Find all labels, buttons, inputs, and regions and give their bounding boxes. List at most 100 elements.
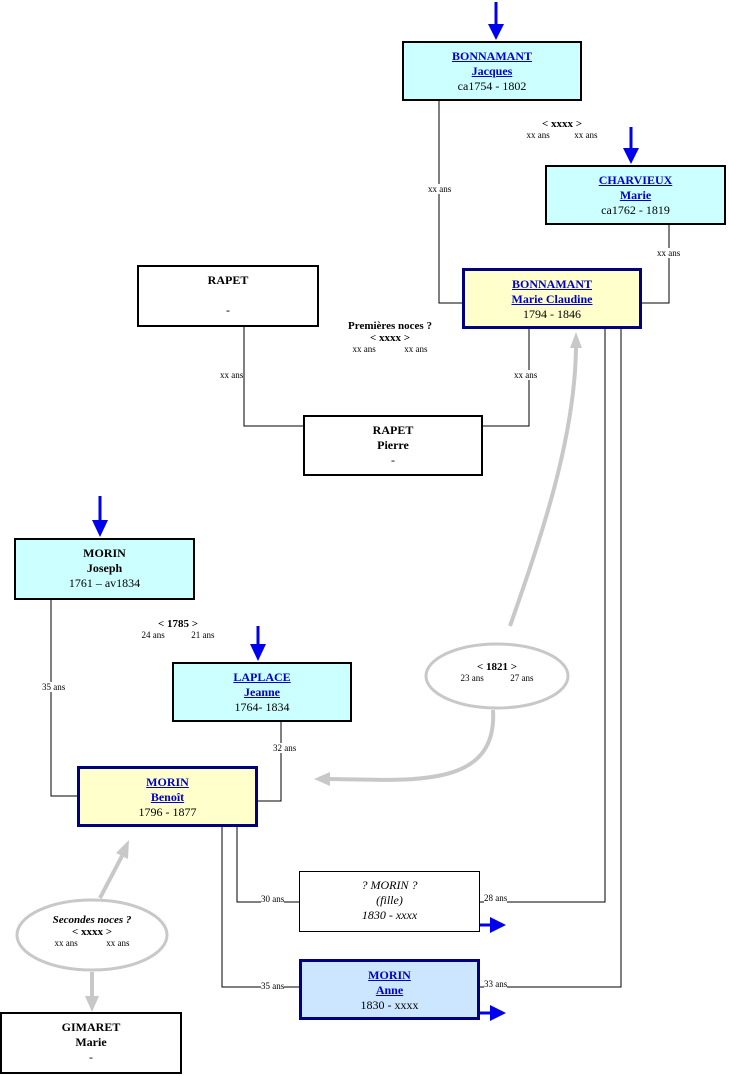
person-rapet-parent: RAPET - [137,265,319,327]
gray-arrow-to-benoit-icon [327,709,496,782]
marriage-date: < 1785 > [157,618,199,630]
person-name: GIMARET [61,1020,121,1034]
gray-arrow-secondes-up-icon [98,855,124,899]
line-charvieux-child [642,225,670,304]
person-marie-gimaret: GIMARET Marie - [0,1012,182,1074]
line-benoit-anne [221,826,300,988]
arrow-right-anne-icon [480,1005,506,1021]
line-claudine-anne [480,329,622,988]
marriage-morin-bonnamant-1821: < 1821 > 23 ans 27 ans [440,661,554,683]
line-jacques-child [438,101,462,304]
marriage-ages: xx ans xx ans [330,344,450,354]
line-joseph-child [50,600,78,797]
marriage-ages: xx ans xx ans [32,938,152,948]
gray-arrows [85,332,582,1012]
marriage-ages: xx ans xx ans [512,130,612,140]
person-dates: 1830 - xxxx [361,908,418,922]
person-name[interactable]: BONNAMANT [512,277,592,291]
person-joseph-morin: MORIN Joseph 1761 – av1834 [14,538,195,600]
marriage-date: < 1821 > [476,661,518,673]
person-dates: 1796 - 1877 [138,805,197,819]
person-name[interactable]: CHARVIEUX [598,173,673,187]
person-name[interactable]: LAPLACE [233,670,291,684]
marriage-age-husband: 24 ans [141,630,165,640]
person-dates: ca1762 - 1819 [601,203,670,217]
person-jeanne-laplace[interactable]: LAPLACE Jeanne 1764- 1834 [172,662,352,722]
marriage-age-wife: xx ans [404,344,428,354]
marriage-prefix: Premières noces ? [348,320,432,332]
person-dates: 1794 - 1846 [523,307,581,321]
age-label-jacques: xx ans [428,184,452,194]
person-marie-charvieux[interactable]: CHARVIEUX Marie ca1762 - 1819 [545,165,726,225]
person-pierre-rapet: RAPET Pierre - [303,415,483,476]
person-dates: ca1754 - 1802 [457,79,527,93]
person-first-name[interactable]: Benoît [150,790,185,804]
arrow-down-joseph-icon [92,496,108,537]
marriage-ellipse-1821 [424,642,570,710]
arrow-down-charvieux-icon [623,127,639,164]
marriage-morin-laplace: < 1785 > 24 ans 21 ans [128,618,228,640]
line-claudine-pierre [483,329,530,427]
person-dates: - [226,303,230,317]
person-first-name[interactable]: Jacques [471,64,513,78]
marriage-prefix: Secondes noces ? [52,914,132,926]
person-first-name[interactable]: Jeanne [244,685,280,699]
marriage-age-wife: 21 ans [191,630,215,640]
age-label-claudine-anne: 33 ans [484,979,508,989]
marriage-bonnamant-charvieux: < xxxx > xx ans xx ans [512,118,612,140]
person-first-name: Pierre [377,438,409,452]
age-label-charvieux: xx ans [657,248,681,258]
marriage-secondes-noces: Secondes noces ? < xxxx > xx ans xx ans [32,914,152,948]
marriage-age-husband: xx ans [54,938,78,948]
marriage-age-wife: xx ans [574,130,598,140]
marriage-ages: 24 ans 21 ans [128,630,228,640]
person-dates: 1764- 1834 [234,700,290,714]
person-dates: 1761 – av1834 [68,576,141,590]
person-first-name[interactable]: Anne [375,983,404,997]
blue-arrows [92,2,639,1021]
arrow-down-jacques-icon [488,2,504,40]
age-label-jeanne: 32 ans [273,743,297,753]
person-name: RAPET [372,423,414,437]
person-jacques-bonnamant[interactable]: BONNAMANT Jacques ca1754 - 1802 [402,41,582,101]
line-claudine-fille [480,329,606,903]
person-first-name[interactable]: Marie [619,188,652,202]
marriage-age-wife: 27 ans [510,673,534,683]
age-label-benoit-fille: 30 ans [261,894,285,904]
marriage-age-husband: 23 ans [460,673,484,683]
person-first-name [139,288,317,303]
person-benoit-morin[interactable]: MORIN Benoît 1796 - 1877 [77,766,258,827]
person-marie-claudine-bonnamant[interactable]: BONNAMANT Marie Claudine 1794 - 1846 [462,268,642,329]
line-jeanne-child [257,722,282,802]
person-first-name: Joseph [86,561,123,575]
marriage-ellipse-secondes [15,898,169,972]
arrow-right-fille-icon [480,917,506,933]
marriage-date: < xxxx > [71,926,113,938]
person-dates: 1830 - xxxx [360,998,419,1012]
person-name[interactable]: MORIN [146,775,189,789]
arrow-down-jeanne-icon [250,626,266,661]
person-name: MORIN [83,546,126,560]
age-label-joseph: 35 ans [42,682,66,692]
person-first-name[interactable]: Marie Claudine [511,292,593,306]
line-benoit-fille [236,826,300,903]
age-label-claudine-fille: 28 ans [484,893,508,903]
age-label-claudine-pierre: xx ans [514,370,538,380]
marriage-date: < xxxx > [369,332,411,344]
age-label-benoit-anne: 35 ans [261,981,285,991]
person-fille-morin: ? MORIN ? (fille) 1830 - xxxx [299,871,480,932]
marriage-age-husband: xx ans [352,344,376,354]
person-first-name: (fille) [376,893,403,907]
marriage-age-husband: xx ans [526,130,550,140]
line-rapet-child [243,327,303,427]
marriage-ages: 23 ans 27 ans [440,673,554,683]
person-anne-morin[interactable]: MORIN Anne 1830 - xxxx [299,959,480,1020]
person-dates: - [89,1050,93,1064]
person-name: ? MORIN ? [361,878,418,892]
person-name[interactable]: MORIN [368,968,411,982]
person-dates: - [391,453,395,467]
person-name[interactable]: BONNAMANT [452,49,532,63]
age-label-rapet-parent: xx ans [220,370,244,380]
marriage-premieres-noces: Premières noces ? < xxxx > xx ans xx ans [330,320,450,354]
